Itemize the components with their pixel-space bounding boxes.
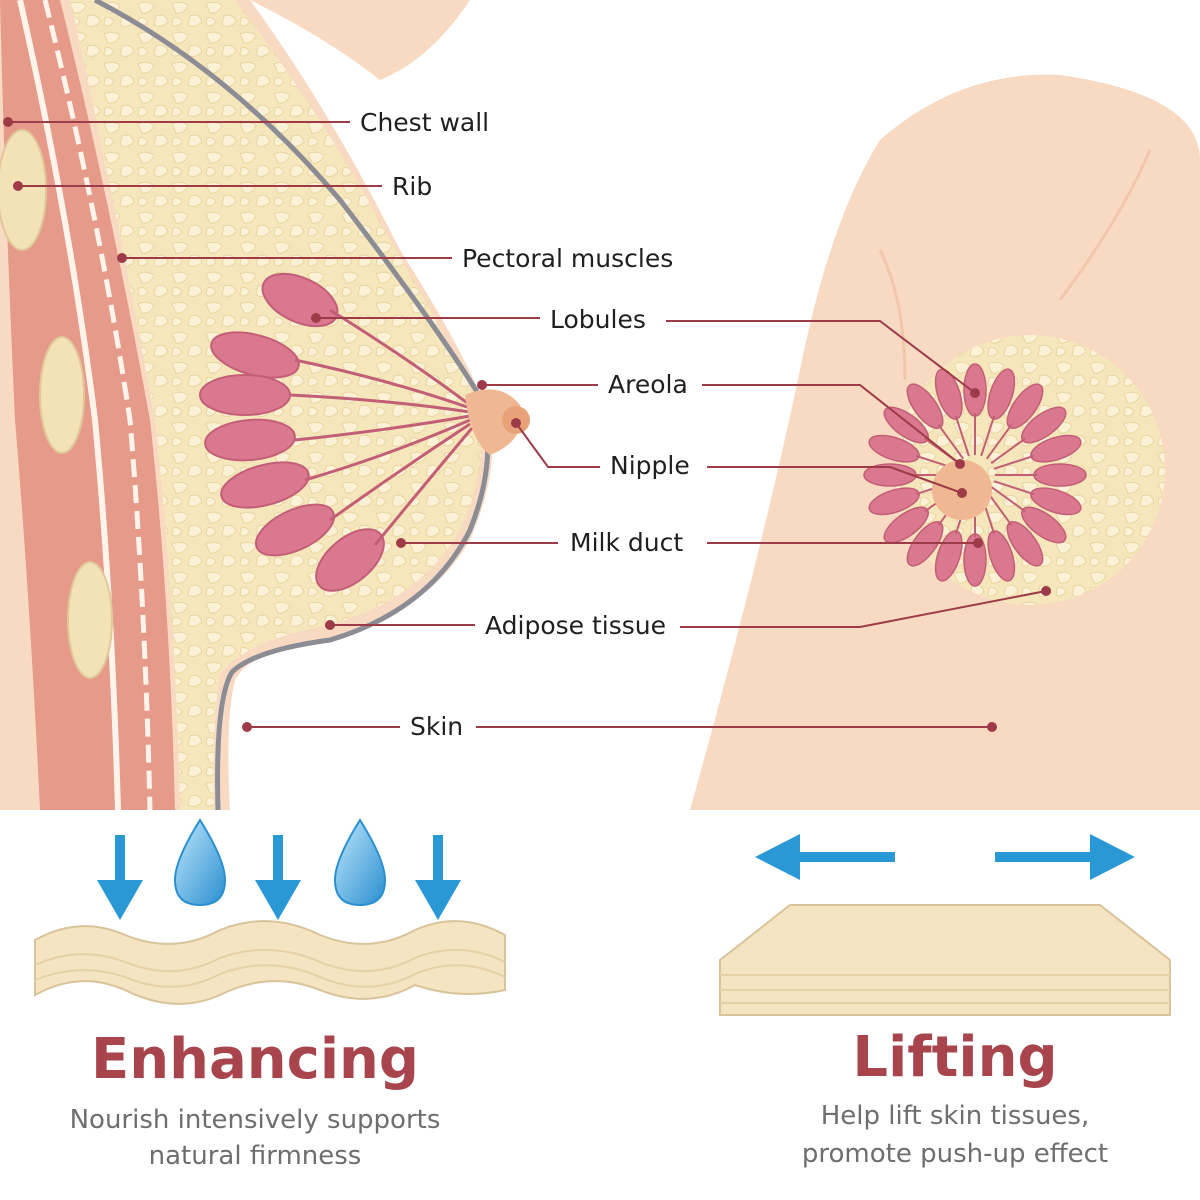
label-skin: Skin bbox=[410, 712, 464, 741]
lobule-front bbox=[1033, 463, 1087, 487]
leader-dots bbox=[3, 117, 1051, 732]
label-adipose-tissue: Adipose tissue bbox=[485, 611, 667, 640]
flat-skin-layers bbox=[719, 904, 1171, 1016]
shoulder-skin bbox=[250, 0, 470, 80]
lifting-line-2: promote push-up effect bbox=[801, 1139, 1109, 1169]
lifting-title: Lifting bbox=[852, 1025, 1058, 1090]
label-pectoral-muscles: Pectoral muscles bbox=[462, 244, 674, 273]
milk-duct-front bbox=[954, 415, 970, 457]
rib-3 bbox=[67, 561, 113, 679]
milk-duct-front bbox=[990, 485, 1026, 513]
lobules-front bbox=[863, 363, 1087, 587]
areola-side bbox=[465, 389, 522, 455]
label-areola: Areola bbox=[608, 370, 688, 399]
label-milk-duct: Milk duct bbox=[570, 528, 684, 557]
label-nipple: Nipple bbox=[610, 451, 690, 480]
milk-duct-front bbox=[985, 424, 1013, 460]
water-drop-icon bbox=[173, 818, 387, 907]
rib-2 bbox=[39, 336, 85, 454]
left-arrow-icon bbox=[755, 834, 895, 880]
milk-duct-front bbox=[993, 454, 1035, 470]
label-rib: Rib bbox=[392, 172, 433, 201]
wavy-skin-layers bbox=[34, 920, 506, 1005]
milk-duct-front bbox=[937, 424, 965, 460]
lifting-graphic bbox=[719, 834, 1171, 1016]
down-arrow-icon bbox=[97, 835, 461, 920]
leader-lines bbox=[8, 121, 1047, 728]
front-view bbox=[690, 74, 1200, 810]
milk-ducts-side bbox=[289, 308, 474, 546]
side-cross-section bbox=[0, 0, 530, 811]
lifting-line-1: Help lift skin tissues, bbox=[820, 1101, 1090, 1131]
label-chest-wall: Chest wall bbox=[360, 108, 490, 137]
milk-duct-front bbox=[980, 415, 996, 457]
lobules-side bbox=[199, 272, 385, 592]
label-lobules: Lobules bbox=[550, 305, 646, 334]
enhancing-graphic bbox=[34, 818, 506, 1005]
milk-duct-front bbox=[993, 480, 1035, 496]
right-arrow-icon bbox=[995, 834, 1135, 880]
enhancing-title: Enhancing bbox=[91, 1027, 419, 1092]
rib-1 bbox=[0, 129, 47, 251]
skin-outline bbox=[93, 0, 491, 811]
enhancing-line-1: Nourish intensively supports bbox=[69, 1105, 441, 1135]
enhancing-line-2: natural firmness bbox=[148, 1141, 362, 1171]
milk-duct-front bbox=[990, 437, 1026, 465]
